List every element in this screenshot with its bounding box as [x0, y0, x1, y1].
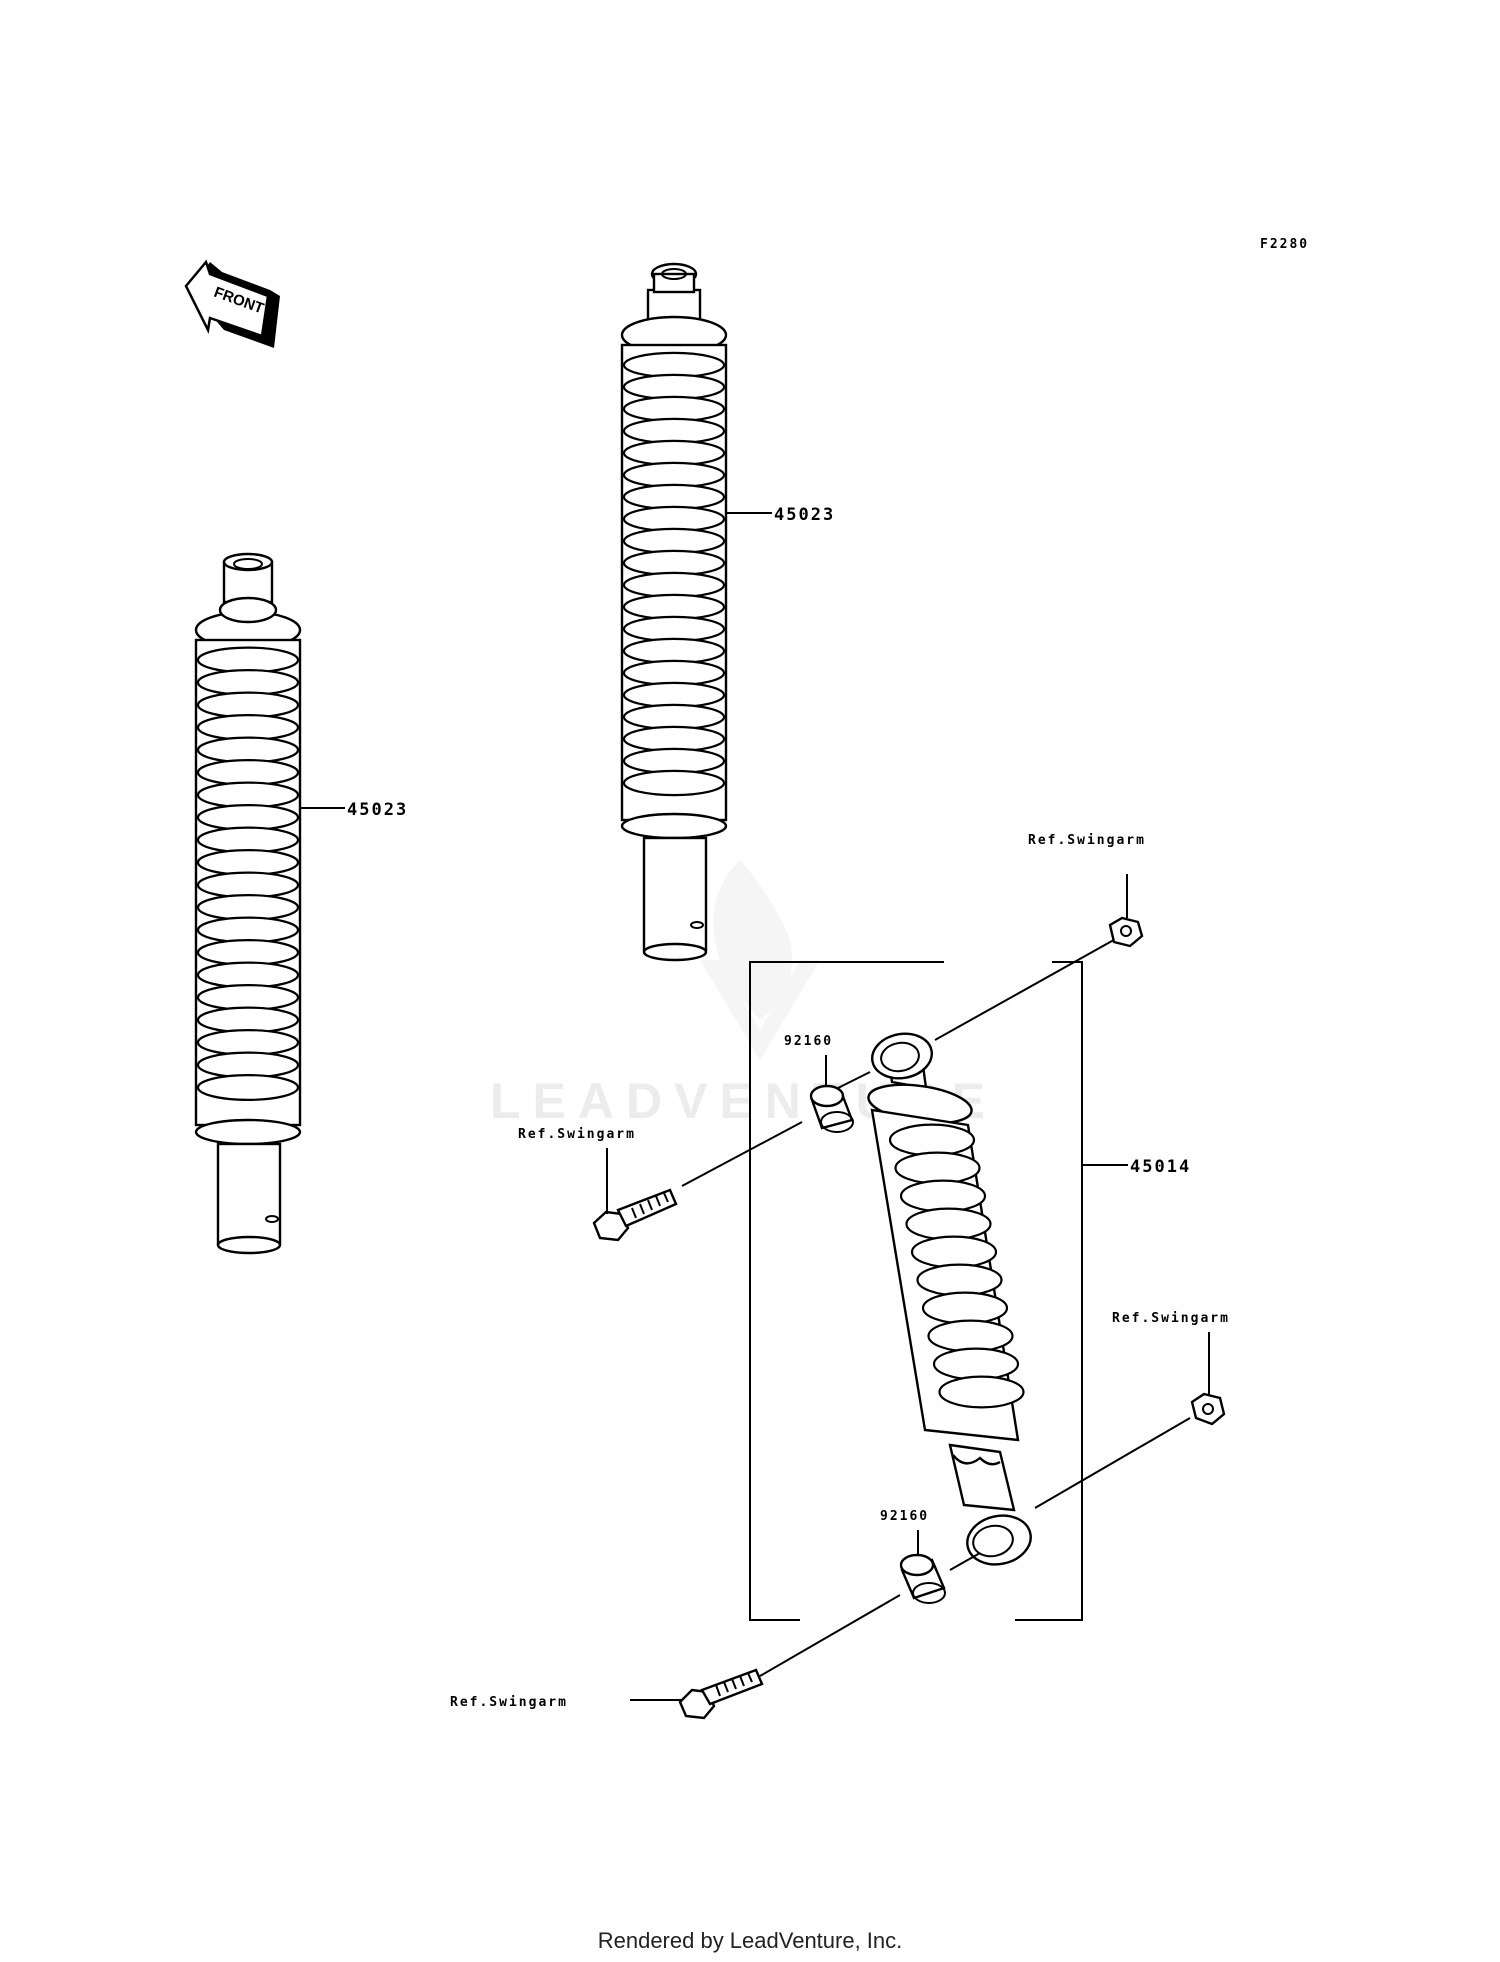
- render-credit: Rendered by LeadVenture, Inc.: [597, 1928, 903, 1953]
- bolt-lower: [678, 1668, 764, 1720]
- spring-coil: [927, 1319, 1014, 1353]
- shock-absorber-assembly: [867, 1032, 1032, 1566]
- spring-coil: [910, 1235, 998, 1269]
- spring-coil: [196, 781, 300, 809]
- callout-ref-lower-bolt: Ref.Swingarm: [450, 1695, 568, 1710]
- callout-ref-upper-nut: Ref.Swingarm: [1028, 833, 1146, 848]
- spring-coil: [932, 1347, 1020, 1381]
- spring-coil: [622, 703, 726, 731]
- watermark-logo: [700, 860, 820, 1060]
- bushing-upper: [809, 1084, 854, 1133]
- spring-coil: [622, 439, 726, 467]
- spring-coil: [196, 871, 300, 899]
- diagram-code: F2280: [1260, 237, 1309, 252]
- callout-ref-upper-bolt: Ref.Swingarm: [518, 1127, 636, 1142]
- spring-coil: [622, 417, 726, 445]
- callout-shock-assembly: 45014: [1130, 1157, 1191, 1177]
- nut-upper: [1108, 916, 1144, 948]
- spring-coil: [622, 593, 726, 621]
- callout-left-shock: 45023: [347, 800, 408, 820]
- spring-coil: [196, 691, 300, 719]
- spring-coil: [938, 1375, 1025, 1409]
- spring-coil: [196, 1051, 300, 1079]
- callout-bushing-lower: 92160: [880, 1509, 929, 1524]
- spring-coil: [921, 1291, 1009, 1325]
- spring-coil: [622, 461, 726, 489]
- spring-coil: [196, 714, 300, 741]
- spring-coil: [622, 769, 726, 797]
- spring-coil: [196, 736, 300, 764]
- spring-coil: [196, 669, 300, 696]
- assembly-bracket-left: [749, 961, 944, 1621]
- spring-coil: [196, 916, 300, 944]
- spring-coil: [622, 747, 726, 775]
- spring-coil: [196, 1006, 300, 1034]
- spring-coil: [622, 725, 726, 753]
- spring-coil: [196, 849, 300, 876]
- spring-coil: [196, 804, 300, 831]
- spring-coil: [196, 984, 300, 1011]
- spring-coil: [894, 1151, 981, 1185]
- spring-coil: [916, 1263, 1003, 1297]
- callout-ref-lower-nut: Ref.Swingarm: [1112, 1311, 1230, 1326]
- spring-coil: [622, 483, 726, 511]
- spring-coil: [622, 637, 726, 665]
- spring-coil: [622, 395, 726, 423]
- front-arrow-icon: FRONT: [184, 259, 280, 348]
- spring-coil: [196, 1074, 300, 1101]
- spring-coil: [905, 1207, 992, 1241]
- spring-coil: [196, 826, 300, 854]
- spring-coil: [622, 681, 726, 709]
- spring-coil: [622, 659, 726, 687]
- nut-lower: [1190, 1392, 1226, 1426]
- spring-coil: [196, 759, 300, 786]
- spring-coil: [622, 527, 726, 555]
- spring-coil: [622, 549, 726, 577]
- spring-coil: [196, 961, 300, 989]
- spring-coil: [622, 615, 726, 643]
- spring-coil: [196, 646, 300, 674]
- spring-coil: [196, 1029, 300, 1056]
- spring-coil: [622, 571, 726, 599]
- spring-coil: [622, 351, 726, 379]
- spring-coil: [899, 1179, 987, 1213]
- bushing-lower: [899, 1553, 946, 1604]
- assembly-bracket-right: [1015, 961, 1083, 1621]
- spring-coil: [196, 894, 300, 921]
- shock-absorber-center: [620, 262, 728, 962]
- callout-bushing-upper: 92160: [784, 1034, 833, 1049]
- leader-upper-nut: [934, 931, 1129, 1041]
- callout-center-shock: 45023: [774, 505, 835, 525]
- spring-coil: [622, 373, 726, 401]
- spring-coil: [888, 1123, 976, 1157]
- spring-coil: [196, 939, 300, 966]
- shock-absorber-left: [194, 552, 302, 1255]
- spring-coil: [622, 505, 726, 533]
